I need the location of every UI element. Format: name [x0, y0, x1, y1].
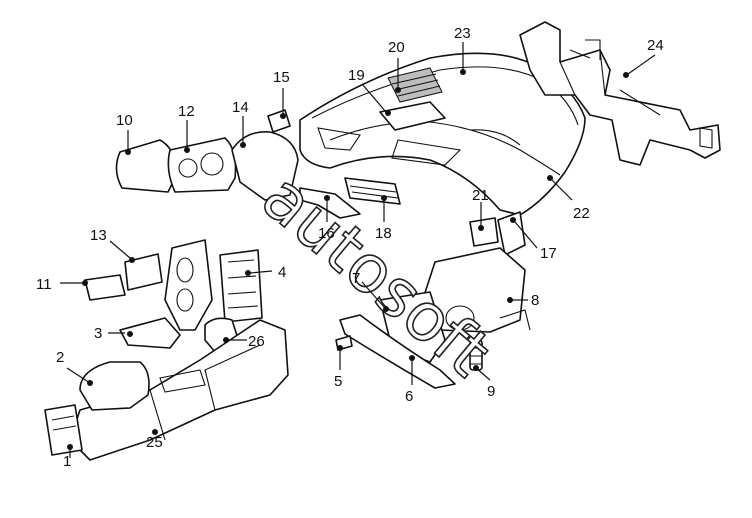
side-vent — [469, 217, 499, 247]
callout-16: 16 — [318, 225, 335, 242]
armrest — [79, 361, 150, 411]
lower-trim — [339, 314, 456, 389]
callout-7: 7 — [352, 270, 360, 287]
callout-18: 18 — [375, 225, 392, 242]
end-panel — [497, 211, 526, 256]
cross-member — [519, 21, 721, 166]
switch-stack — [469, 339, 483, 371]
centre-stack — [119, 239, 213, 349]
callout-21: 21 — [472, 187, 489, 204]
callout-24: 24 — [647, 37, 664, 54]
instrument-lens — [115, 139, 177, 193]
callout-11: 11 — [36, 276, 52, 293]
callout-6: 6 — [405, 388, 413, 405]
ashtray — [124, 253, 163, 291]
callout-17: 17 — [540, 245, 557, 262]
switch-module — [267, 109, 291, 133]
callout-1: 1 — [63, 453, 71, 470]
callout-14: 14 — [232, 99, 249, 116]
floor-console — [69, 319, 289, 461]
callout-8: 8 — [531, 292, 539, 309]
callout-12: 12 — [178, 103, 195, 120]
callout-5: 5 — [334, 373, 342, 390]
callout-labels: 1 2 3 4 5 6 7 8 9 10 11 12 13 14 15 16 1… — [36, 25, 664, 470]
callout-20: 20 — [388, 39, 405, 56]
callout-22: 22 — [573, 205, 590, 222]
callout-3: 3 — [94, 325, 102, 342]
callout-19: 19 — [348, 67, 365, 84]
instrument-cluster — [167, 137, 237, 193]
callout-2: 2 — [56, 349, 64, 366]
callout-23: 23 — [454, 25, 471, 42]
callout-13: 13 — [90, 227, 107, 244]
rear-vent — [44, 404, 83, 456]
callout-25: 25 — [146, 434, 163, 451]
steering-bracket — [299, 187, 361, 219]
centre-tray — [379, 101, 446, 131]
callout-4: 4 — [278, 264, 286, 281]
leader-lines — [60, 42, 656, 458]
centre-vents — [344, 177, 401, 205]
callout-10: 10 — [116, 112, 133, 129]
console-vent — [84, 274, 126, 301]
speaker-grille — [387, 67, 443, 103]
callout-15: 15 — [273, 69, 290, 86]
callout-9: 9 — [487, 383, 495, 400]
control-panel — [219, 249, 263, 323]
callout-26: 26 — [248, 333, 265, 350]
